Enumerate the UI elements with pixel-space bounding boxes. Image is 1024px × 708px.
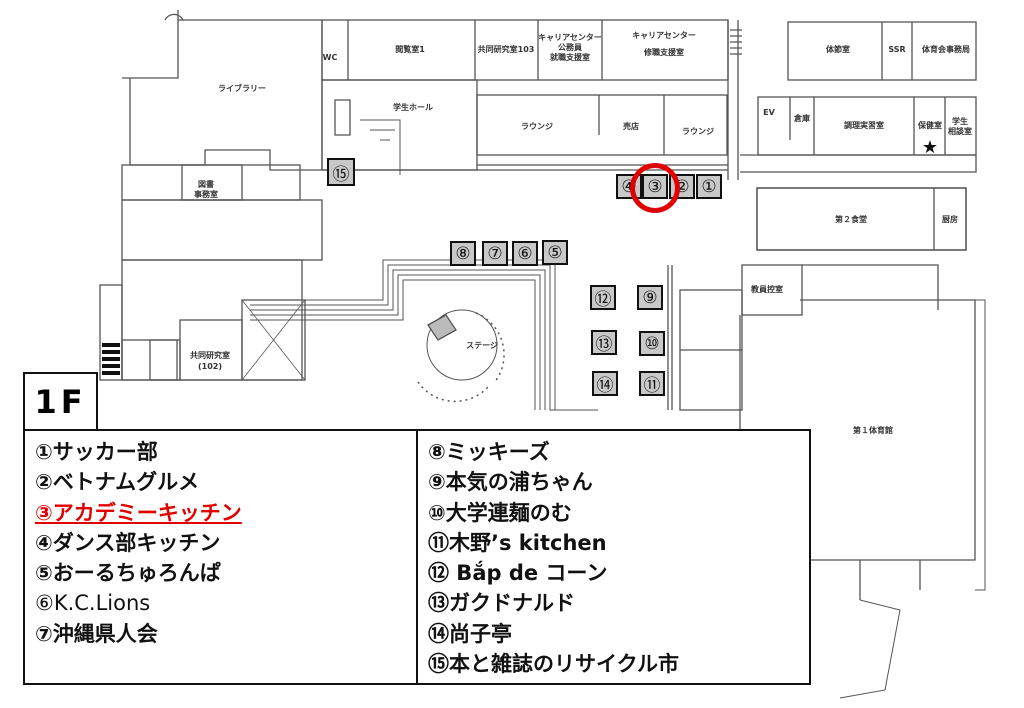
legend-item: ⑧ミッキーズ xyxy=(428,440,550,464)
legend-item: ⑪木野’s kitchen xyxy=(428,530,607,555)
top-rooms-wall xyxy=(321,19,729,81)
booth-6[interactable]: ⑥ xyxy=(512,241,538,266)
legend-item: ①サッカー部 xyxy=(35,440,158,464)
booth-7[interactable]: ⑦ xyxy=(482,241,508,266)
booth-13[interactable]: ⑬ xyxy=(591,330,617,355)
legend-item: ⑮本と雑誌のリサイクル市 xyxy=(428,652,679,677)
booth-9[interactable]: ⑨ xyxy=(637,285,663,310)
legend-item: ④ダンス部キッチン xyxy=(35,530,221,555)
library-wall xyxy=(122,19,323,171)
booth-11[interactable]: ⑪ xyxy=(639,371,665,396)
booth-3[interactable]: ③ xyxy=(642,174,668,199)
booth-12[interactable]: ⑫ xyxy=(590,285,616,310)
legend-left-column: ①サッカー部 ②ベトナムグルメ ③アカデミーキッチン ④ダンス部キッチン ⑤おー… xyxy=(25,431,418,683)
legend-item-highlighted: ③アカデミーキッチン xyxy=(35,500,242,525)
booth-14[interactable]: ⑭ xyxy=(592,371,618,396)
legend-item: ⑨本気の浦ちゃん xyxy=(428,470,593,495)
legend-item: ⑦沖縄県人会 xyxy=(35,621,158,646)
legend-item: ⑥K.C.Lions xyxy=(35,591,151,616)
booth-10[interactable]: ⑩ xyxy=(639,331,665,356)
legend-item: ②ベトナムグルメ xyxy=(35,470,200,495)
corridor-block xyxy=(121,199,323,261)
legend-item: ⑭尚子亭 xyxy=(428,621,512,646)
booth-4[interactable]: ④ xyxy=(616,174,642,199)
booth-15[interactable]: ⑮ xyxy=(327,158,355,186)
booth-2[interactable]: ② xyxy=(669,174,695,199)
legend-right-column: ⑧ミッキーズ ⑨本気の浦ちゃん ⑩大学連麺のむ ⑪木野’s kitchen ⑫ … xyxy=(418,431,809,683)
booth-1[interactable]: ① xyxy=(696,174,722,199)
legend-item: ⑩大学連麺のむ xyxy=(428,500,572,525)
booth-5[interactable]: ⑤ xyxy=(542,240,568,265)
legend: ①サッカー部 ②ベトナムグルメ ③アカデミーキッチン ④ダンス部キッチン ⑤おー… xyxy=(23,429,811,685)
legend-item: ⑤おーるちゅろんぱ xyxy=(35,561,221,586)
floor-label: 1F xyxy=(23,372,98,431)
booth-8[interactable]: ⑧ xyxy=(450,241,476,266)
legend-item: ⑬ガクドナルド xyxy=(428,591,575,616)
legend-item: ⑫ Bắp de コーン xyxy=(428,561,608,586)
lounge-wall xyxy=(476,94,728,156)
